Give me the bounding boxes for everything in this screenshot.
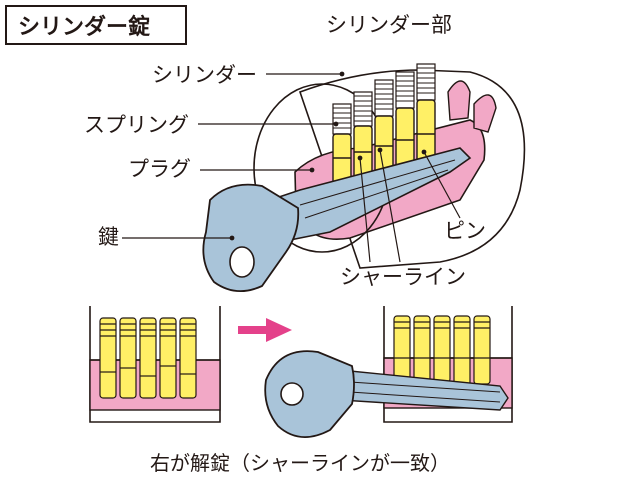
leader-pin xyxy=(423,151,461,219)
pin-stack-1 xyxy=(332,103,352,185)
pins-unlocked xyxy=(393,315,491,389)
label-key: 鍵 xyxy=(98,225,119,249)
pin-stack-4 xyxy=(395,71,415,171)
key-bow-section xyxy=(264,350,355,438)
label-cylinder: シリンダー xyxy=(152,63,257,87)
pins-locked xyxy=(99,317,197,399)
key-bow xyxy=(202,183,300,292)
leader-shear-line-1 xyxy=(359,157,371,263)
cross-section-unlocked xyxy=(264,306,513,438)
cylinder-3d-illustration xyxy=(202,63,526,292)
diagram-title: シリンダー錠 xyxy=(18,14,150,40)
labels: シリンダー部 シリンダー スプリング プラグ 鍵 ピン シャーライン xyxy=(84,13,486,289)
cross-section-locked xyxy=(89,306,221,423)
transition-arrow xyxy=(238,318,292,342)
label-plug: プラグ xyxy=(128,157,191,181)
cylinder-ear-2 xyxy=(473,94,497,133)
label-spring: スプリング xyxy=(84,113,189,137)
label-cylinder-part: シリンダー部 xyxy=(326,13,452,37)
pin-stack-5 xyxy=(416,63,436,165)
title-box: シリンダー錠 xyxy=(5,5,187,45)
key-blade xyxy=(268,147,472,241)
pin-stack-3 xyxy=(374,79,394,177)
diagram-caption: 右が解錠（シャーラインが一致） xyxy=(150,451,450,475)
key-bow-hole-section xyxy=(280,382,304,406)
label-pin: ピン xyxy=(444,219,486,243)
label-shear-line: シャーライン xyxy=(340,265,466,289)
cylinder-ear-1 xyxy=(447,80,471,121)
leader-shear-line-2 xyxy=(379,149,401,263)
pin-stack-2 xyxy=(353,91,373,181)
key-bow-hole xyxy=(229,246,255,278)
